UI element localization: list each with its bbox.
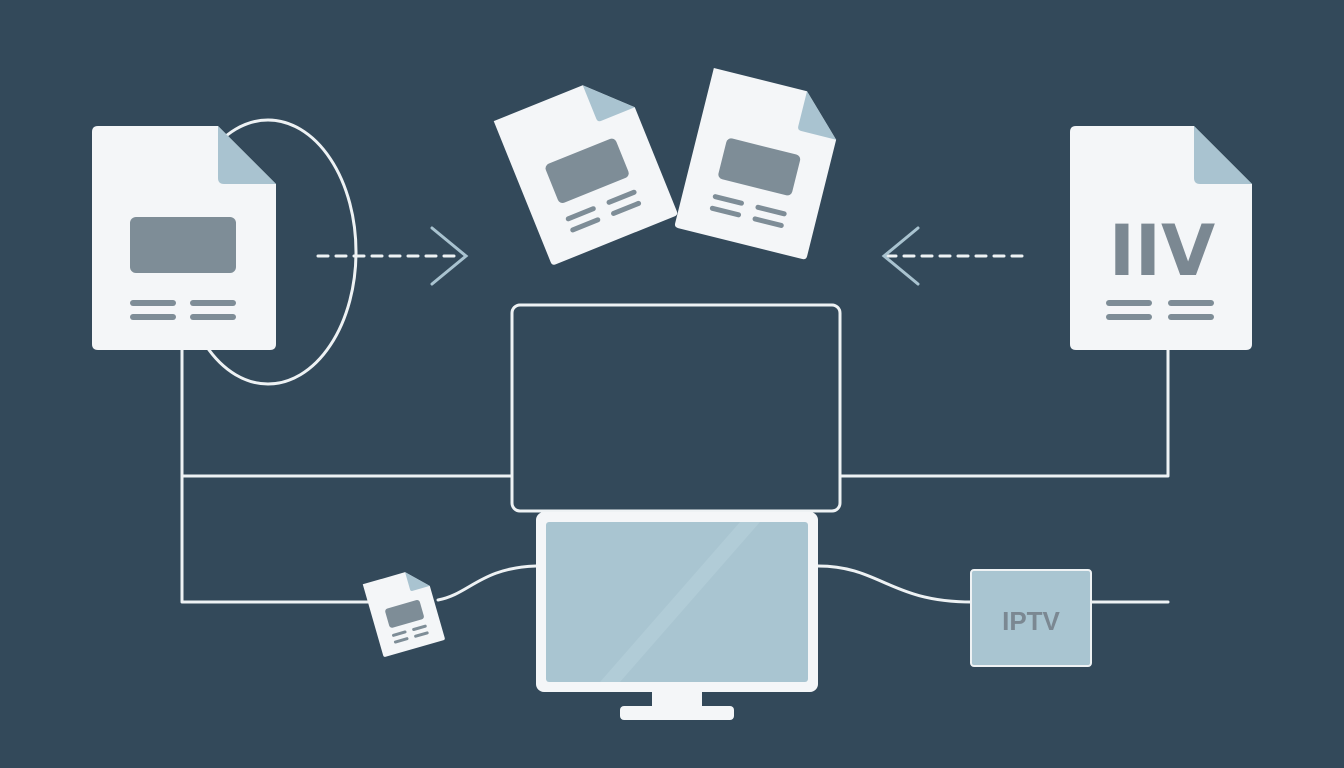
top-right-document-fold [798,91,837,140]
document-icon [362,572,445,657]
small-document-fold [405,572,430,591]
monitor-screen-glare [600,522,760,682]
document-icon [674,67,837,260]
top-right-document-image-block [718,138,801,196]
document-icon [493,85,678,265]
left-document-line [130,300,176,306]
top-left-document-line [570,217,601,233]
left-document-line [130,314,176,320]
monitor-stand [620,706,734,720]
left-document-image-block [130,217,236,273]
top-right-document-line [709,205,742,218]
top-left-document-image-block [545,138,629,203]
small-document-image-block [385,600,424,628]
small-document-line [392,630,407,637]
iptv-box-label: IPTV [1002,606,1060,636]
monitor-neck [652,692,702,706]
top-right-document-line [752,216,784,228]
top-left-document-line [611,200,642,216]
iptv-box-frame [970,569,1092,667]
small-document-line [393,637,409,644]
top-right-document-line [755,204,787,217]
iptv-box: IPTV [970,569,1092,667]
right-document-fold [1194,126,1252,184]
right-document-line [1106,300,1152,306]
monitor-to-iptv-cable [816,564,974,604]
small-document-line [414,631,429,638]
document-icon: IIV [1070,126,1252,350]
left-document-fold [218,126,276,184]
right-document-line [1106,314,1152,320]
top-left-document-fold [582,85,635,122]
right-document-line [1168,314,1214,320]
small-document-line [412,624,427,632]
document-icon [92,126,276,350]
connector-lines [180,348,1170,604]
right-dashed-arrow [881,226,1032,286]
left-vertical-connector [180,348,370,604]
top-right-document-line [712,194,744,206]
top-left-document-line [565,206,596,222]
right-document-label: IIV [1109,210,1215,292]
left-document-line [190,300,236,306]
left-dashed-arrow [316,226,469,286]
monitor-icon [536,512,818,720]
small-doc-to-monitor-cable [436,564,538,602]
top-left-document-line [606,189,637,205]
right-document-line [1168,300,1214,306]
left-document-line [190,314,236,320]
right-horizontal-connector [838,348,1170,478]
outlined-screen-frame [510,303,842,513]
